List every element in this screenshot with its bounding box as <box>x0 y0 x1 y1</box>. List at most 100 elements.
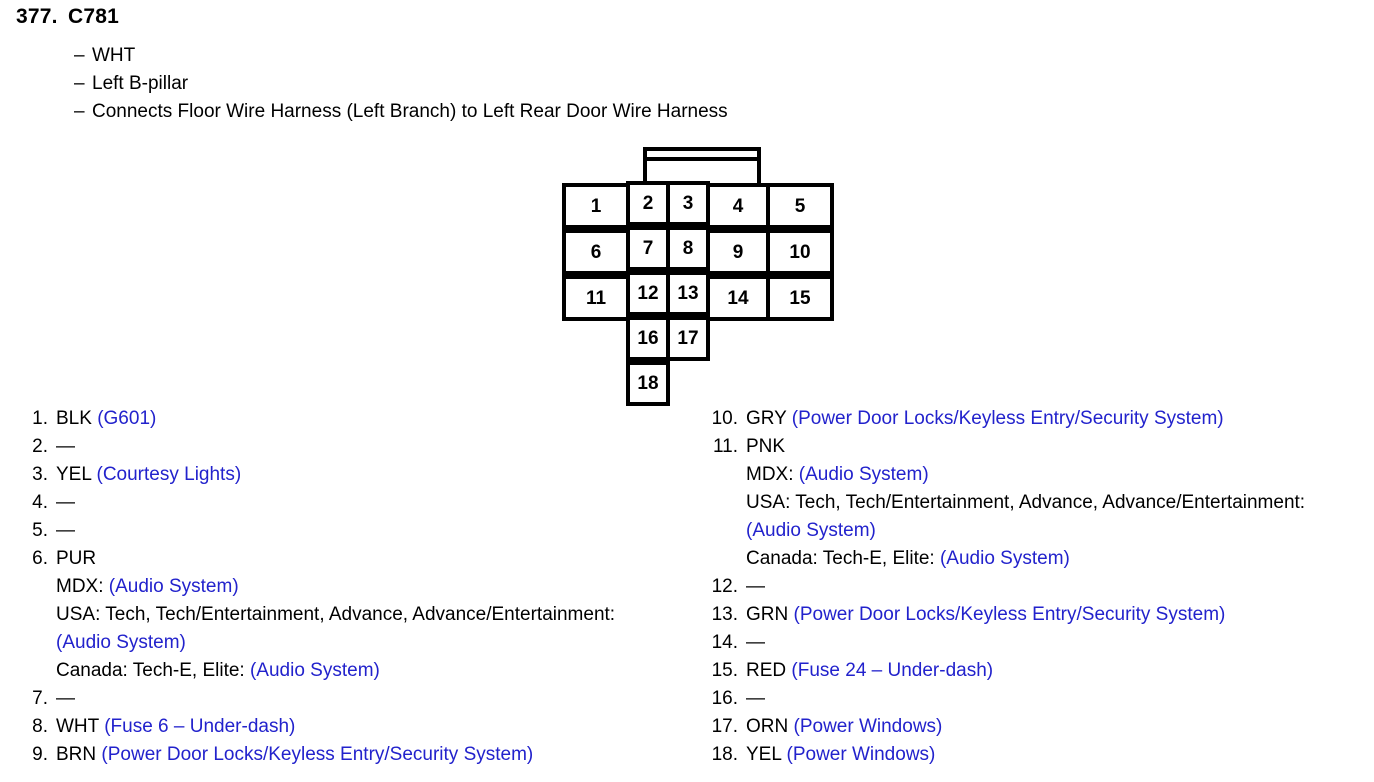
connector-pin-8: 8 <box>666 226 710 271</box>
pin-entry-line: PNK <box>746 433 1374 461</box>
connector-pin-3: 3 <box>666 181 710 226</box>
pin-entry-line: GRN (Power Door Locks/Keyless Entry/Secu… <box>746 601 1374 629</box>
pin-wire-text: — <box>56 688 75 709</box>
connector-pin-11: 11 <box>562 275 630 321</box>
pin-entry-number: 3. <box>32 464 48 485</box>
pin-entry: 7. — <box>16 685 706 713</box>
connector-pin-2: 2 <box>626 181 670 226</box>
pin-wire-text: PNK <box>746 436 786 457</box>
meta-dash-icon: – <box>74 45 85 66</box>
pin-entry-line: — <box>56 517 706 545</box>
pin-entry-number: 9. <box>32 744 48 765</box>
pin-entry-body: — <box>746 685 1374 713</box>
connector-pin-12: 12 <box>626 271 670 316</box>
pin-wire-text: BRN <box>56 744 102 765</box>
pin-entry: 5.— <box>16 517 706 545</box>
pin-reference-link[interactable]: (Courtesy Lights) <box>96 464 242 485</box>
pin-entry-number: 8. <box>32 716 48 737</box>
pin-reference-link[interactable]: (Audio System) <box>108 576 239 597</box>
pin-wire-text: BLK <box>56 408 98 429</box>
pin-entry-body: — <box>56 517 706 545</box>
pin-reference-link[interactable]: (Audio System) <box>56 632 186 653</box>
pin-wire-text: PUR <box>56 548 97 569</box>
meta-dash-icon: – <box>74 101 85 122</box>
pin-entry-number: 4. <box>32 492 48 513</box>
pin-entry-line: YEL (Power Windows) <box>746 741 1374 769</box>
connector-code: C781 <box>68 5 120 28</box>
pin-entry-line: — <box>746 629 1374 657</box>
pin-reference-link[interactable]: (Power Windows) <box>793 716 943 737</box>
pin-entry-number: 12. <box>711 576 738 597</box>
pin-wire-text: — <box>746 576 765 597</box>
pin-wire-text: MDX: <box>746 464 799 485</box>
pin-entry: 9. BRN (Power Door Locks/Keyless Entry/Se… <box>16 741 706 769</box>
pin-wire-text: YEL <box>56 464 97 485</box>
pin-entry: 4. — <box>16 489 706 517</box>
pin-wire-text: WHT <box>56 716 105 737</box>
pin-wire-text: Canada: Tech-E, Elite: <box>746 548 940 569</box>
pin-reference-link[interactable]: (Power Windows) <box>786 744 936 765</box>
connector-latch-bar <box>647 157 757 161</box>
pin-reference-link[interactable]: (Audio System) <box>746 520 876 541</box>
pin-entry-body: — <box>56 489 706 517</box>
connector-pin-4: 4 <box>706 183 770 229</box>
pin-entry-number: 2. <box>32 436 48 457</box>
connector-pin-16: 16 <box>626 316 670 361</box>
pin-reference-link[interactable]: (Power Door Locks/Keyless Entry/Security… <box>793 604 1226 625</box>
pin-entry-number: 16. <box>711 688 738 709</box>
connector-pin-13: 13 <box>666 271 710 316</box>
connector-pin-10: 10 <box>766 229 834 275</box>
pin-entry: 15.RED (Fuse 24 – Under-dash) <box>706 657 1374 685</box>
pin-wire-text: ORN <box>746 716 794 737</box>
connector-pin-14: 14 <box>706 275 770 321</box>
pin-entry-body: — <box>746 573 1374 601</box>
pin-reference-link[interactable]: (Audio System) <box>249 660 380 681</box>
pin-reference-link[interactable]: (Audio System) <box>939 548 1070 569</box>
pin-wire-text: — <box>56 436 75 457</box>
pin-entry-line: MDX: (Audio System) <box>56 573 706 601</box>
pin-entry: 8. WHT (Fuse 6 – Under-dash) <box>16 713 706 741</box>
pin-wire-text: RED <box>746 660 792 681</box>
pin-list-right: 10. GRY (Power Door Locks/Keyless Entry/S… <box>706 405 1374 769</box>
pin-entry-line: MDX: (Audio System) <box>746 461 1374 489</box>
pin-reference-link[interactable]: (Power Door Locks/Keyless Entry/Security… <box>791 408 1224 429</box>
pin-reference-link[interactable]: (Fuse 6 – Under-dash) <box>104 716 296 737</box>
pin-reference-link[interactable]: (G601) <box>97 408 157 429</box>
pin-entry: 12. — <box>706 573 1374 601</box>
pin-entry: 14.— <box>706 629 1374 657</box>
pin-entry: 18.YEL (Power Windows) <box>706 741 1374 769</box>
pin-entry-line: Canada: Tech-E, Elite: (Audio System) <box>56 657 706 685</box>
pin-entry-line: (Audio System) <box>56 629 706 657</box>
pin-wire-text: MDX: <box>56 576 109 597</box>
pin-reference-link[interactable]: (Power Door Locks/Keyless Entry/Security… <box>101 744 534 765</box>
pin-entry: 16. — <box>706 685 1374 713</box>
pin-entry-line: RED (Fuse 24 – Under-dash) <box>746 657 1374 685</box>
connector-meta-color: –WHT <box>74 45 135 67</box>
meta-text: WHT <box>92 45 136 66</box>
pin-entry-line: Canada: Tech-E, Elite: (Audio System) <box>746 545 1374 573</box>
pin-entry-number: 7. <box>32 688 48 709</box>
pin-entry-number: 10. <box>711 408 738 429</box>
pin-wire-text: — <box>56 520 75 541</box>
pin-entry-line: — <box>746 573 1374 601</box>
connector-pin-9: 9 <box>706 229 770 275</box>
pin-entry-line: — <box>746 685 1374 713</box>
connector-pin-5: 5 <box>766 183 834 229</box>
pin-entry-line: (Audio System) <box>746 517 1374 545</box>
pin-entry-body: — <box>56 433 706 461</box>
pin-reference-link[interactable]: (Audio System) <box>798 464 929 485</box>
page-title: 377. C781 <box>16 5 119 29</box>
connector-index: 377. <box>16 5 58 28</box>
pin-entry-number: 13. <box>711 604 738 625</box>
pin-entry-line: ORN (Power Windows) <box>746 713 1374 741</box>
pin-reference-link[interactable]: (Fuse 24 – Under-dash) <box>791 660 994 681</box>
pin-wire-text: — <box>746 632 765 653</box>
pin-entry-line: YEL (Courtesy Lights) <box>56 461 706 489</box>
pin-entry-line: PUR <box>56 545 706 573</box>
meta-text: Connects Floor Wire Harness (Left Branch… <box>92 101 728 122</box>
pin-entry: 17.ORN (Power Windows) <box>706 713 1374 741</box>
pin-entry: 1.BLK (G601) <box>16 405 706 433</box>
pin-entry-line: GRY (Power Door Locks/Keyless Entry/Secu… <box>746 405 1374 433</box>
